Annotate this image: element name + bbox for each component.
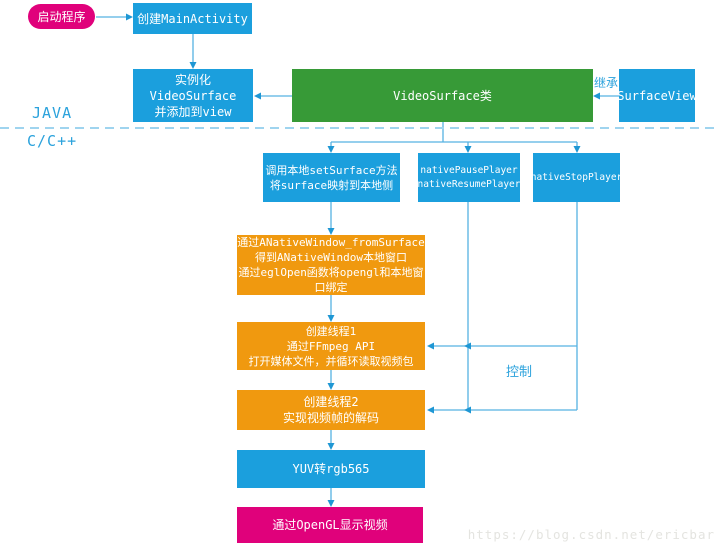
layer-label-java: JAVA [32,104,73,122]
node-yuv-convert: YUV转rgb565 [237,450,425,488]
node-create-main-activity: 创建MainActivity [133,3,252,34]
node-instantiate-video-surface: 实例化VideoSurface 并添加到view [133,69,253,122]
node-native-stop: nativeStopPlayer [531,153,622,202]
edge-label-control: 控制 [506,365,533,380]
node-surface-view: SurfaceView [617,69,697,122]
edge-label-inherit: 继承 [594,76,619,90]
node-thread2: 创建线程2 实现视频帧的解码 [237,390,425,430]
node-native-pause-resume: nativePausePlayer nativeResumePlayer [418,153,520,202]
node-start: 启动程序 [28,4,95,29]
watermark-url: https://blog.csdn.net/ericbar [467,527,715,542]
layer-label-cpp: C/C++ [27,132,78,150]
node-thread1: 创建线程1 通过FFmpeg API 打开媒体文件，并循环读取视频包 [237,322,425,370]
node-opengl-display: 通过OpenGL显示视频 [237,507,423,543]
node-set-surface: 调用本地setSurface方法 将surface映射到本地侧 [263,153,400,202]
node-anative-window: 通过ANativeWindow_fromSurface 得到ANativeWin… [237,235,425,295]
node-video-surface-class: VideoSurface类 [292,69,593,122]
